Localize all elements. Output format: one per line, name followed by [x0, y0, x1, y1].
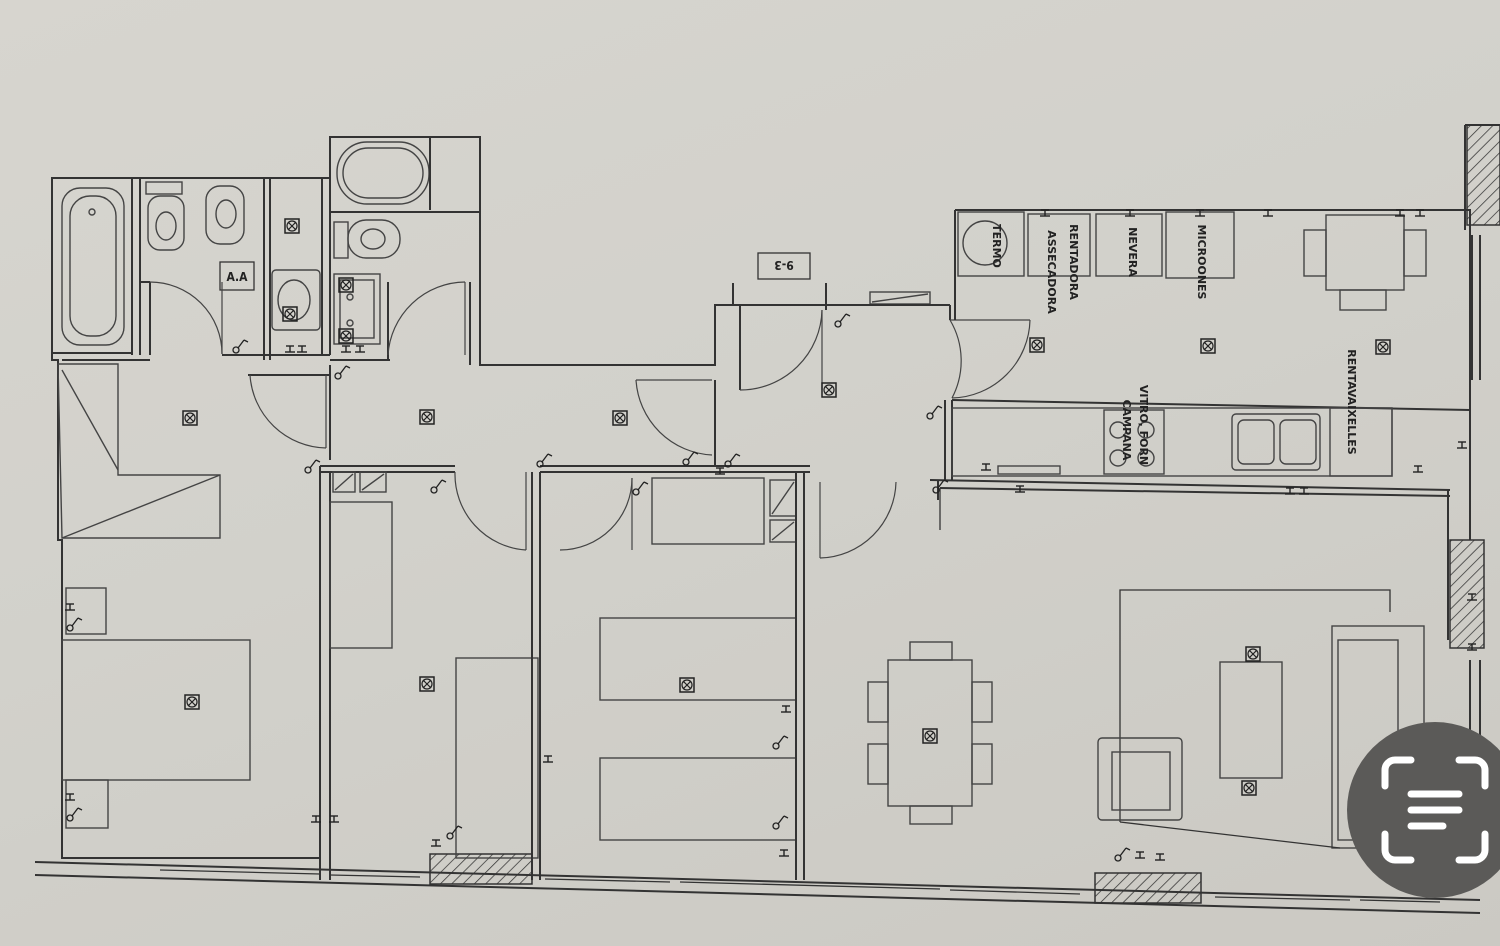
pillar	[1466, 124, 1500, 226]
bedroom-3	[559, 472, 805, 880]
kitchen: TERMO RENTADORA ASSECADORA NEVERA MICROO…	[929, 210, 1471, 530]
hallway: 9-3	[248, 252, 1031, 473]
air-conditioning-label: A.A	[226, 270, 248, 284]
pillar	[429, 853, 533, 885]
exterior-walls	[34, 124, 1500, 914]
electrical-outlets	[64, 209, 1478, 861]
text-scan-button[interactable]	[1347, 722, 1500, 898]
microwave-label: MICROONES	[1195, 225, 1208, 300]
pillar	[1094, 872, 1202, 904]
bedroom-2	[329, 471, 541, 880]
hood-label: CAMPANA	[1120, 400, 1133, 461]
living-room	[819, 480, 1425, 849]
unit-tag: 9-3	[774, 258, 794, 272]
bedroom-1	[57, 363, 331, 880]
washing-machine-label: RENTADORA	[1067, 224, 1080, 300]
hob-oven-label: VITRO, FORN	[1137, 385, 1150, 465]
pillar	[1449, 539, 1485, 649]
bathroom-1: A.A	[51, 177, 331, 361]
water-heater-label: TERMO	[990, 224, 1003, 268]
text-scan-icon	[1381, 756, 1489, 864]
dishwasher-label: RENTAVAIXELLES	[1345, 349, 1358, 455]
fridge-label: NEVERA	[1126, 227, 1139, 277]
bathroom-2	[329, 136, 481, 365]
dryer-label: ASSECADORA	[1045, 230, 1058, 314]
